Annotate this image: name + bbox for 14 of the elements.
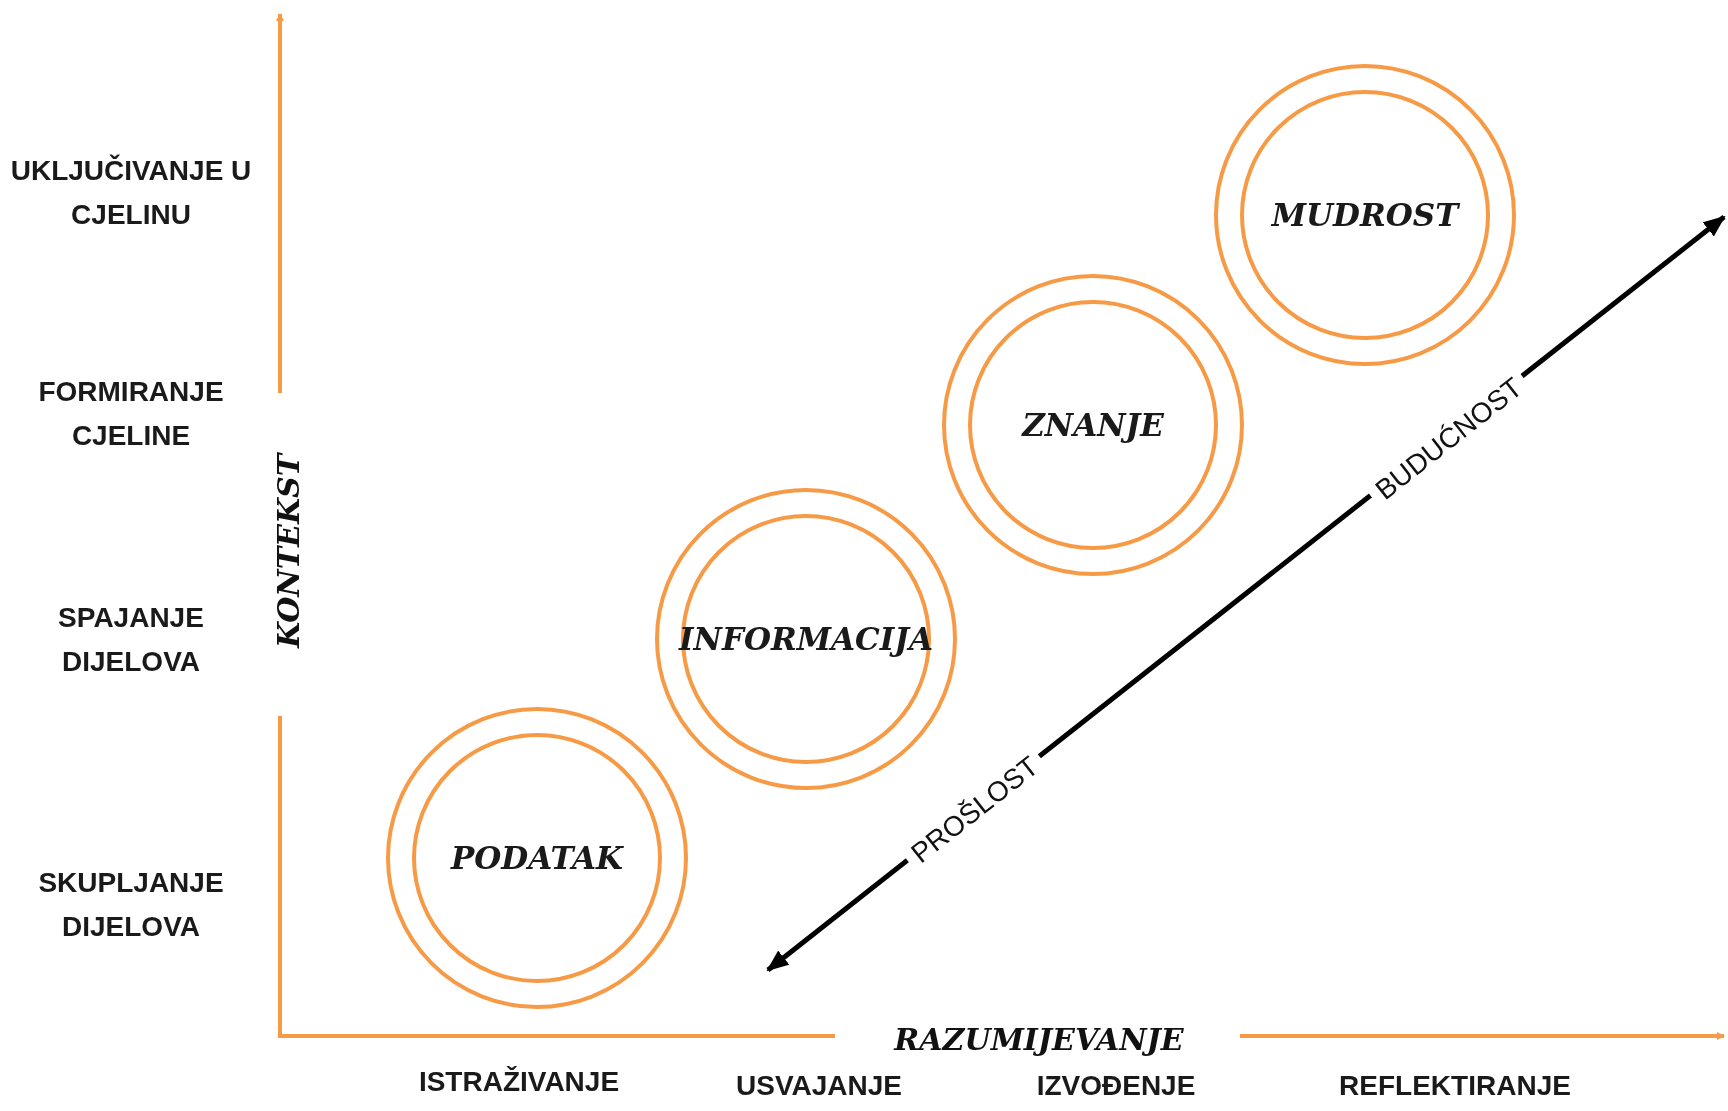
axis-tick-label: UKLJUČIVANJE U CJELINU [9,153,253,232]
axis-tick-label: SPAJANJE DIJELOVA [57,601,205,679]
axis-tick-label: USVAJANJE [735,1069,903,1103]
node-label: ZNANJE [1020,407,1165,443]
axis-tick-label: REFLEKTIRANJE [1338,1069,1572,1103]
node-label: MUDROST [1270,197,1461,233]
axis-tick-label: ISTRAŽIVANJE [417,1065,621,1099]
double-circle [385,706,689,1010]
axis-tick-label: FORMIRANJE CJELINE [37,375,225,453]
double-circle [1213,63,1517,367]
axis-tick-label: IZVOĐENJE [1035,1069,1197,1103]
double-circle [941,273,1245,577]
axis-tick-label: SKUPLJANJE DIJELOVA [37,866,225,944]
node-label: PODATAK [449,840,625,876]
